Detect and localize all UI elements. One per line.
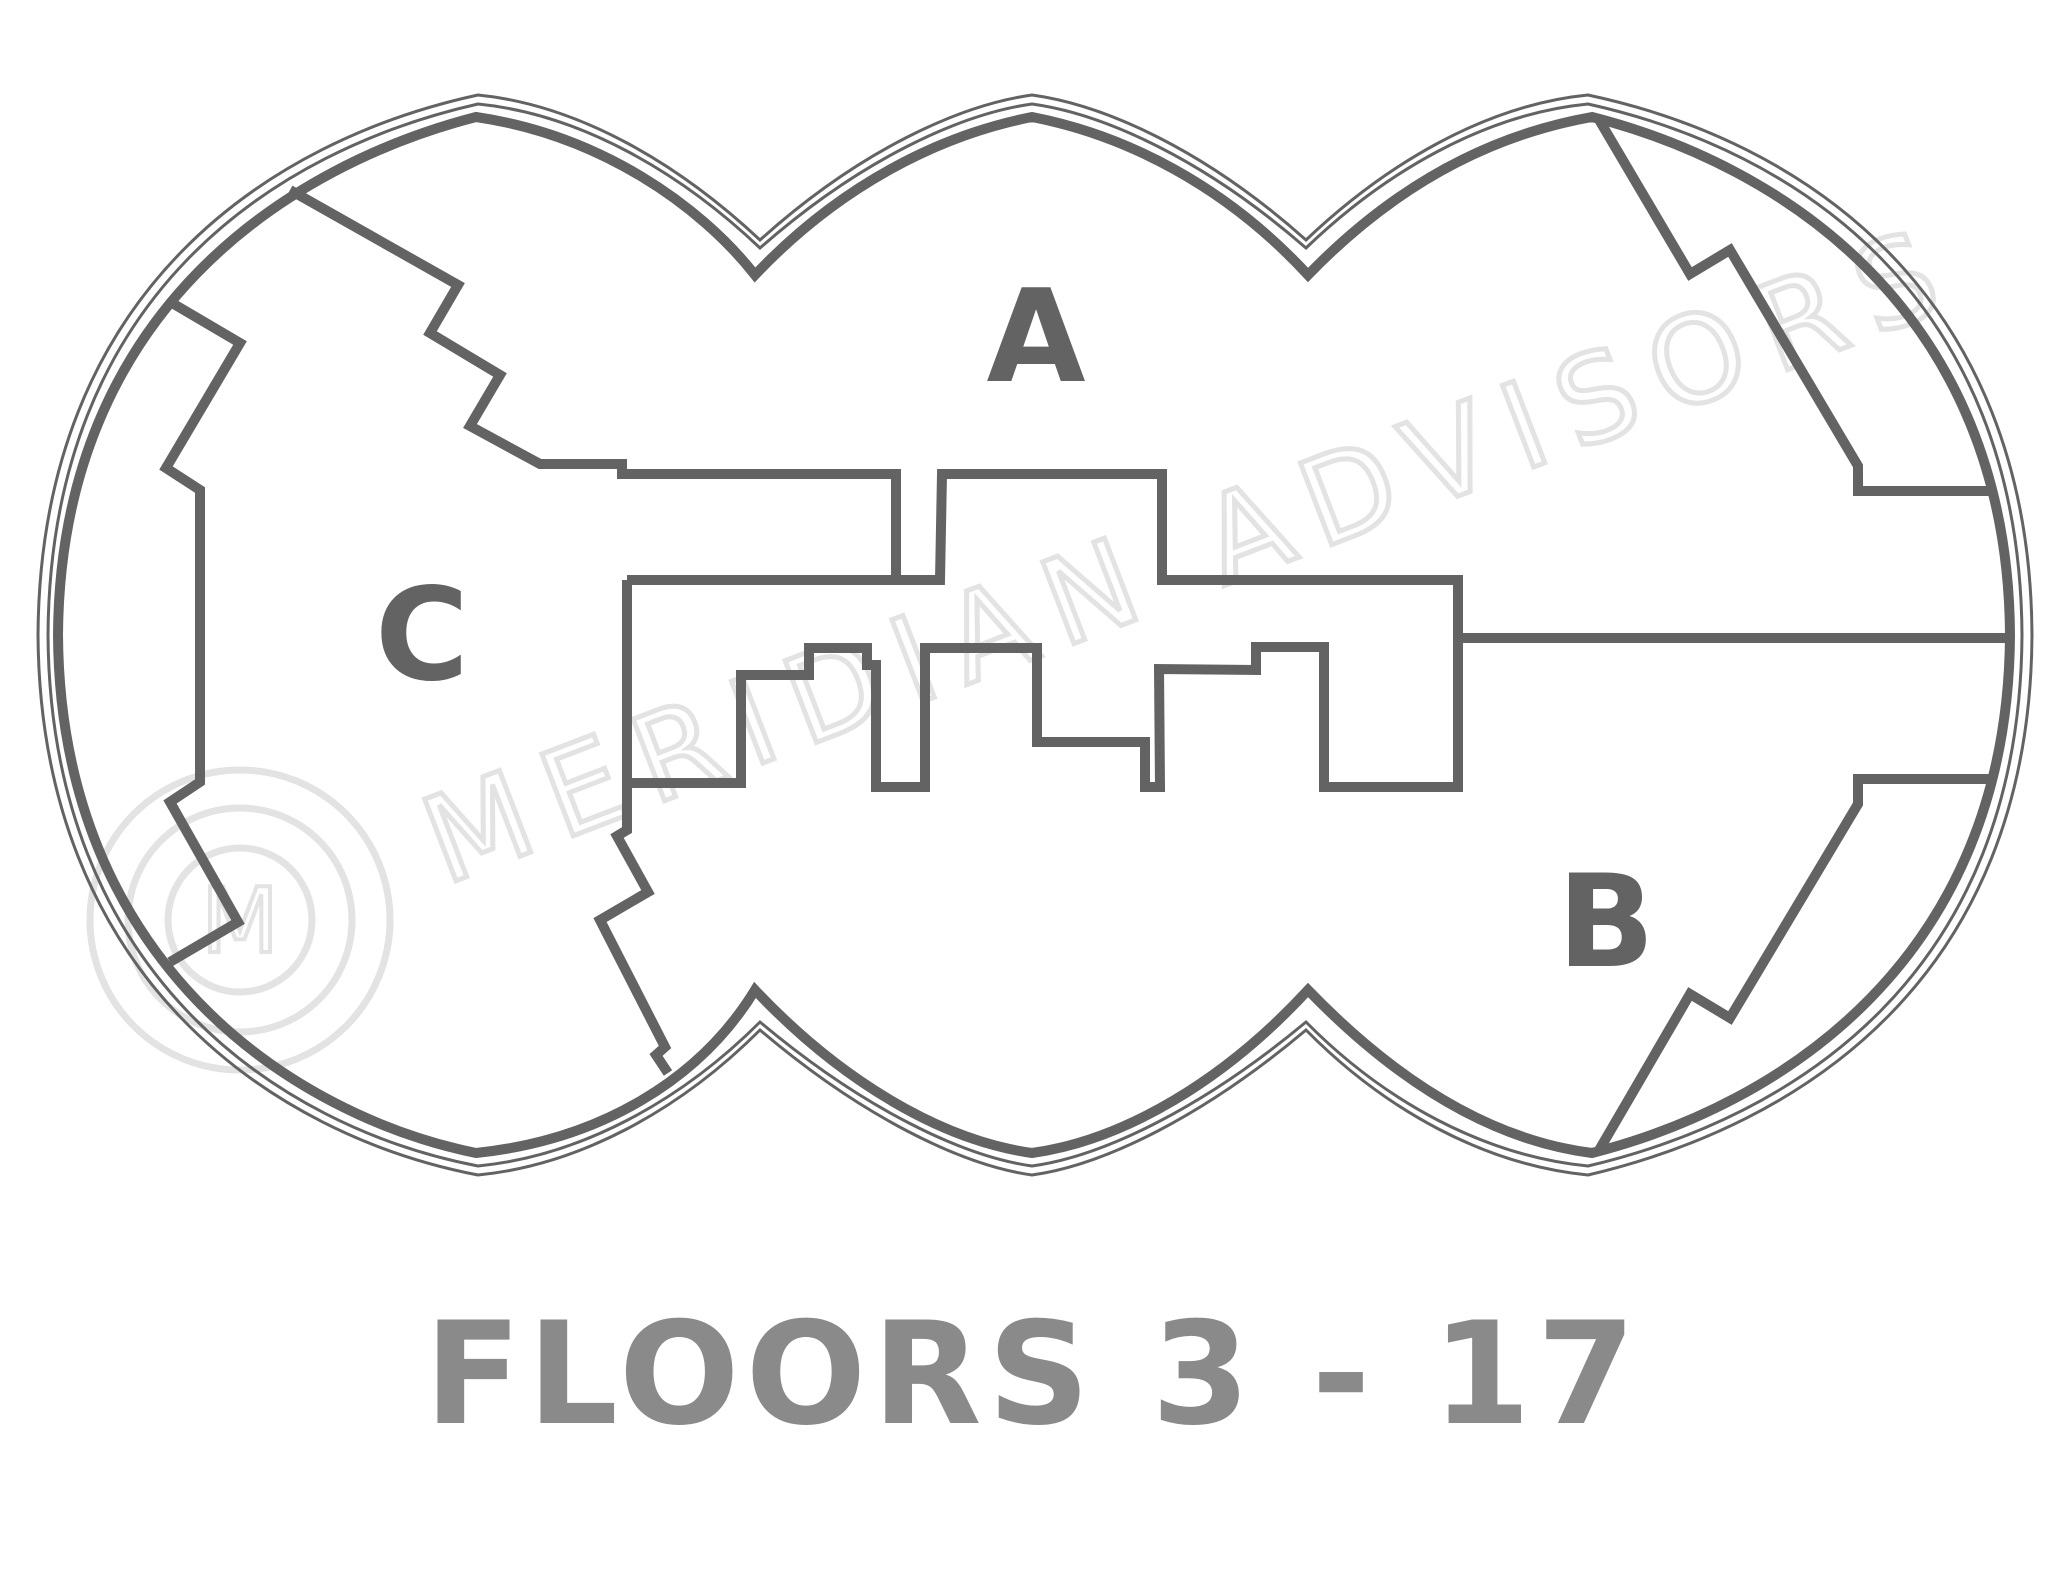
building-envelope (36, 93, 2034, 1177)
unit-label-a: A (986, 263, 1085, 412)
unit-a-right-partition-wall (1593, 115, 1990, 496)
core-corridor-wall (287, 185, 1463, 792)
unit-labels: A B C (375, 263, 1655, 997)
exterior-wall (52, 111, 2016, 1159)
unit-label-b: B (1557, 848, 1655, 997)
unit-b-right-partition-wall (1593, 774, 1990, 1155)
outer-envelope-line (36, 93, 2034, 1177)
core-bottom-link (593, 783, 673, 1076)
inner-envelope-line (46, 102, 2024, 1168)
walls (52, 111, 2016, 1159)
unit-label-c: C (375, 561, 469, 710)
watermark-text: MERIDIAN ADVISORS (406, 198, 1978, 912)
unit-c-partition-wall (159, 298, 247, 967)
floors-caption: FLOORS 3 - 17 (424, 1292, 1641, 1457)
